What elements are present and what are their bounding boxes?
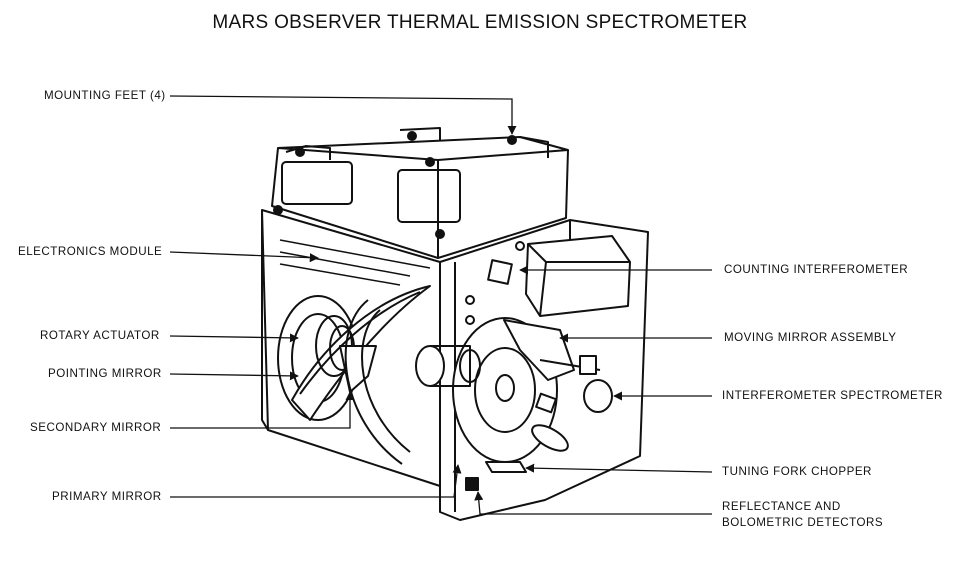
- label-rotary-actuator: ROTARY ACTUATOR: [40, 329, 160, 342]
- leader-rotary-actuator: [169, 333, 299, 343]
- pointing-mirror-blade: [291, 285, 431, 421]
- leader-lines: [169, 95, 713, 515]
- leader-mounting-feet: [169, 95, 517, 135]
- counting-interferometer-mirror: [487, 259, 513, 285]
- label-mounting-feet: MOUNTING FEET (4): [44, 89, 166, 102]
- label-primary-mirror: PRIMARY MIRROR: [52, 490, 162, 503]
- diagram-title: MARS OBSERVER THERMAL EMISSION SPECTROME…: [212, 12, 748, 33]
- detector-block: [465, 477, 479, 491]
- moving-mirror-assembly: [503, 319, 575, 381]
- interferometer-spectrometer-bulb: [583, 379, 613, 413]
- leader-primary-mirror: [170, 464, 462, 498]
- label-tuning-fork-chopper: TUNING FORK CHOPPER: [722, 465, 872, 478]
- label-counting-interferometer: COUNTING INTERFEROMETER: [724, 263, 909, 276]
- detector-lens: [531, 424, 569, 452]
- label-pointing-mirror: POINTING MIRROR: [48, 367, 162, 380]
- leader-electronics-module: [169, 251, 319, 263]
- upper-right-box: [525, 235, 631, 317]
- instrument-body: [261, 127, 649, 521]
- label-moving-mirror-assembly: MOVING MIRROR ASSEMBLY: [724, 331, 897, 344]
- label-reflectance-line2: BOLOMETRIC DETECTORS: [722, 516, 884, 529]
- label-secondary-mirror: SECONDARY MIRROR: [30, 421, 162, 434]
- label-interferometer-spectrometer: INTERFEROMETER SPECTROMETER: [722, 389, 943, 402]
- housing-window-center: [397, 169, 461, 223]
- leader-tuning-fork-chopper: [525, 463, 713, 473]
- leader-reflectance-detectors: [474, 491, 712, 515]
- label-reflectance-line1: REFLECTANCE AND: [722, 500, 841, 513]
- tuning-fork-chopper: [485, 461, 527, 473]
- housing-window-left: [281, 161, 353, 205]
- telescope-barrel: [415, 345, 445, 387]
- leader-pointing-mirror: [169, 371, 299, 381]
- leader-secondary-mirror: [170, 391, 355, 429]
- label-electronics-module: ELECTRONICS MODULE: [18, 245, 163, 258]
